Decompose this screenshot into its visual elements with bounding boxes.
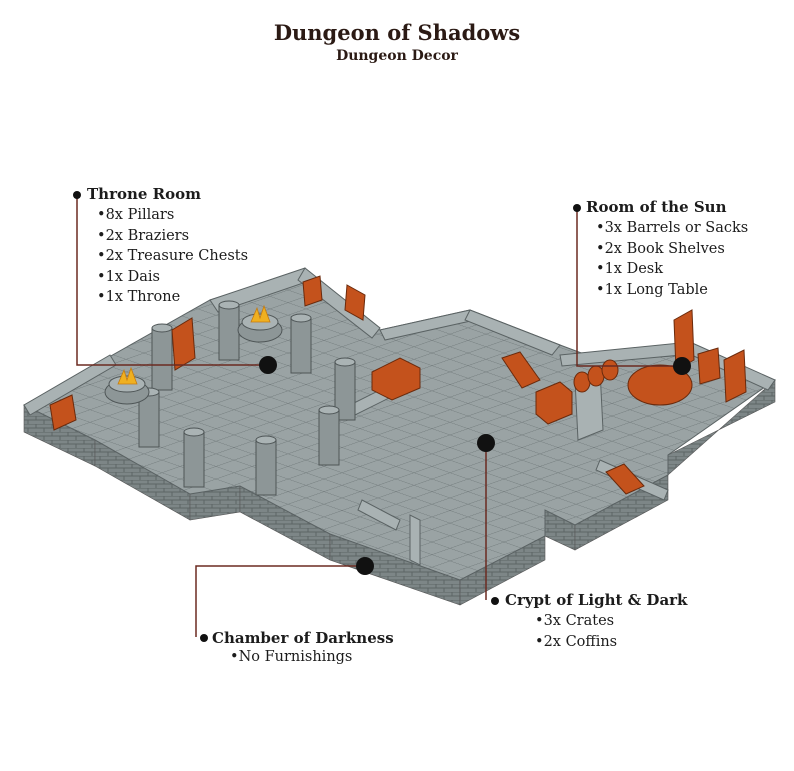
room-item: 3x Barrels or Sacks — [596, 218, 749, 239]
leader-lines — [76, 195, 682, 637]
furniture — [49, 275, 747, 495]
room-item: 2x Book Shelves — [596, 239, 748, 260]
floor-sides — [23, 379, 776, 606]
chamber-map-marker — [356, 557, 374, 575]
room-item: 3x Crates — [535, 611, 687, 632]
room-of-the-sun-map-marker — [673, 357, 691, 375]
chamber-of-darkness-label: Chamber of Darkness No Furnishings — [212, 629, 394, 668]
room-item: 1x Dais — [97, 267, 248, 288]
pillars — [138, 300, 356, 496]
room-item: 2x Treasure Chests — [97, 246, 248, 267]
throne-room-label: Throne Room 8x Pillars 2x Braziers 2x Tr… — [87, 185, 248, 308]
room-item: 2x Braziers — [97, 226, 248, 247]
diagram-subtitle: Dungeon Decor — [336, 48, 458, 64]
room-name: Room of the Sun — [586, 198, 727, 216]
room-of-the-sun-label: Room of the Sun 3x Barrels or Sacks 2x B… — [586, 198, 748, 300]
throne-room-label-marker — [73, 191, 81, 199]
room-item: 1x Desk — [596, 259, 748, 280]
room-name: Chamber of Darkness — [212, 629, 394, 647]
crypt-map-marker — [477, 434, 495, 452]
room-markers — [73, 191, 691, 642]
room-name: Throne Room — [87, 185, 201, 203]
chamber-label-marker — [200, 634, 208, 642]
crypt-label-marker — [491, 597, 499, 605]
crypt-label: Crypt of Light & Dark 3x Crates 2x Coffi… — [505, 591, 687, 652]
room-item: 1x Throne — [97, 287, 248, 308]
diagram-title: Dungeon of Shadows — [273, 20, 521, 45]
room-item: 2x Coffins — [535, 632, 687, 653]
room-item: No Furnishings — [230, 647, 394, 668]
floor-surface — [22, 269, 777, 581]
room-of-the-sun-label-marker — [573, 204, 581, 212]
braziers — [104, 304, 283, 405]
throne-room-map-marker — [259, 356, 277, 374]
room-item: 8x Pillars — [97, 205, 248, 226]
room-item: 1x Long Table — [596, 280, 748, 301]
room-name: Crypt of Light & Dark — [505, 591, 688, 609]
